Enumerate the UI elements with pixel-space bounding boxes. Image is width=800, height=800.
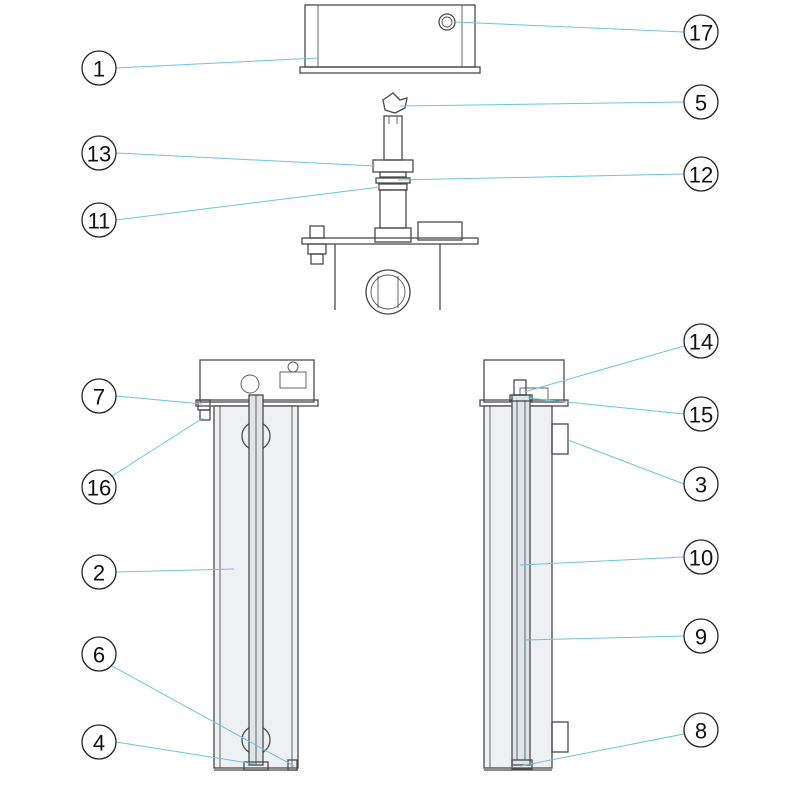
callout-1-label: 1 [93,57,105,82]
leader-lines [111,21,685,767]
callout-9: 9 [683,618,719,654]
callout-5: 5 [683,84,719,120]
callout-8: 8 [683,712,719,748]
callout-17-label: 17 [689,21,713,46]
callout-10: 10 [683,539,719,575]
lamp-connector [382,92,408,114]
callout-5-label: 5 [695,91,707,116]
callout-14-label: 14 [689,330,713,355]
callout-17: 17 [683,14,719,50]
callout-12-label: 12 [689,163,713,188]
indicator-lamp [438,13,456,31]
callout-7: 7 [81,378,117,414]
callout-11-label: 11 [88,209,111,234]
callout-2-label: 2 [93,561,105,586]
callout-7-label: 7 [93,385,105,410]
housing-top-section [301,221,479,315]
callout-13: 13 [81,135,117,171]
callout-3: 3 [683,466,719,502]
callout-11: 11 [81,202,117,238]
callout-13-label: 13 [87,142,111,167]
callout-16: 16 [81,469,117,505]
callout-1: 1 [81,50,117,86]
front-view [195,359,319,771]
callout-14: 14 [683,323,719,359]
side-view [479,359,569,771]
callout-6-label: 6 [93,643,105,668]
callout-8-label: 8 [695,719,707,744]
callout-10-label: 10 [689,546,713,571]
top-cover [299,4,481,74]
callout-2: 2 [81,554,117,590]
callout-9-label: 9 [695,625,707,650]
callout-4-label: 4 [93,731,105,756]
callout-4: 4 [81,724,117,760]
outlet-port [365,269,411,315]
callout-3-label: 3 [695,473,707,498]
lamp-stack [372,115,414,243]
callout-16-label: 16 [87,476,111,501]
callout-12: 12 [683,156,719,192]
callout-15: 15 [683,396,719,432]
callout-6: 6 [81,636,117,672]
callout-15-label: 15 [689,403,713,428]
